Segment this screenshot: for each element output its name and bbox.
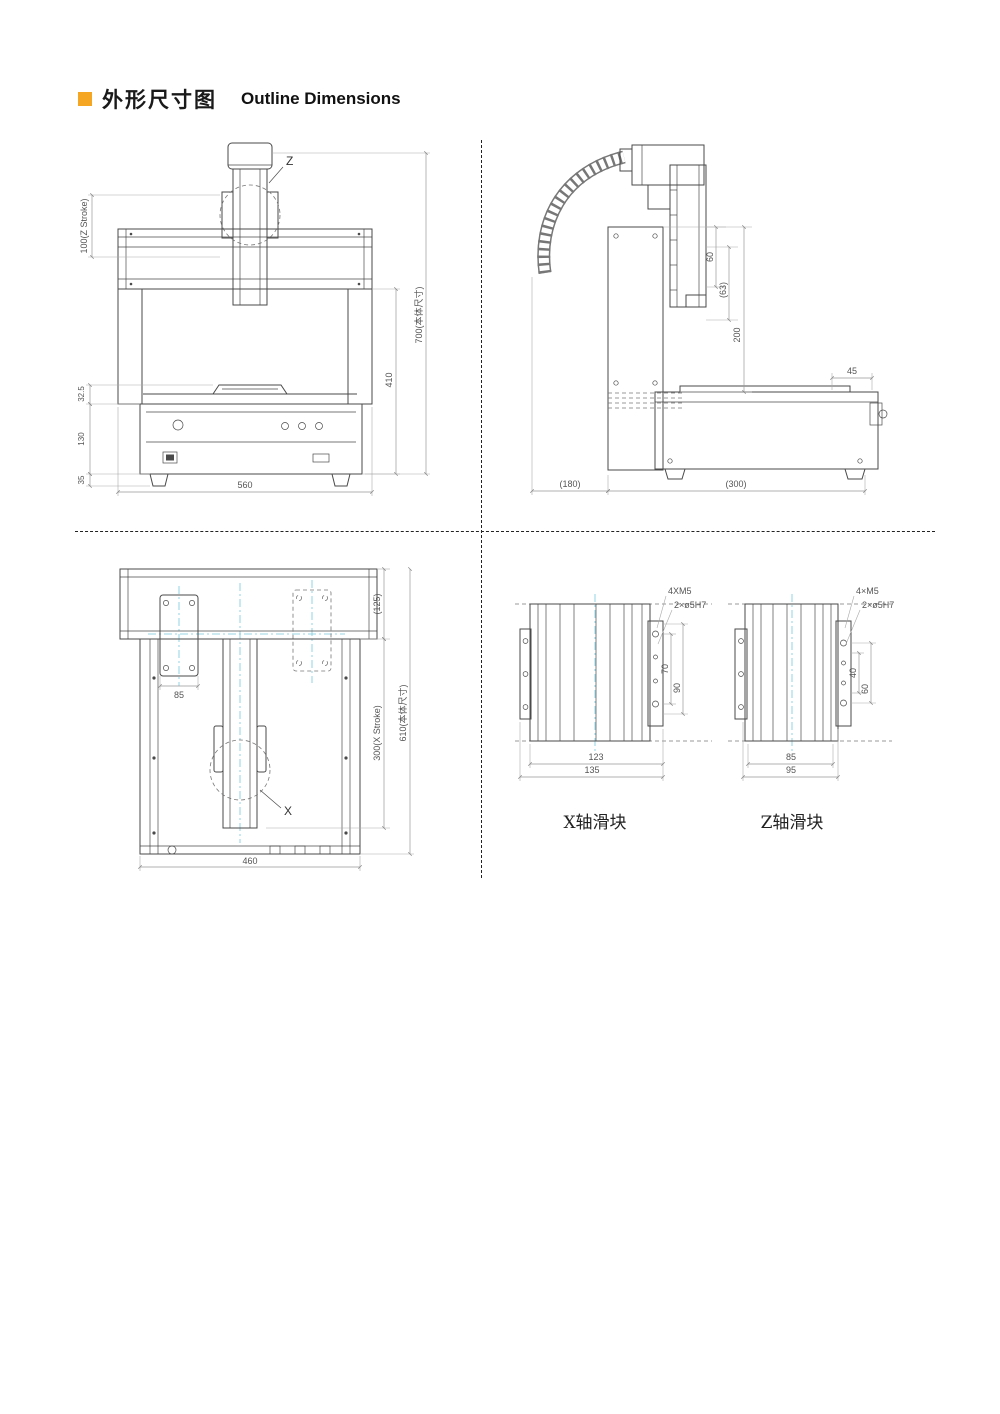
dim-60: 60 (705, 252, 715, 262)
top-view-drawing: X (125) 85 300(X Stroke) 610(本体尺寸) 460 (119, 567, 414, 871)
dim-123: 123 (588, 752, 603, 762)
dim-560: 560 (237, 480, 252, 490)
dim-125: (125) (372, 593, 382, 614)
top-machine-outline (119, 568, 378, 855)
page-title-zh: 外形尺寸图 (102, 89, 217, 112)
slider-drawings: 4XM5 2×ø5H7 70 90 123 135 X轴滑块 (515, 586, 894, 833)
dim-40: 40 (848, 668, 858, 678)
dim-60-z: 60 (860, 684, 870, 694)
dim-200: 200 (732, 327, 742, 342)
dim-135: 135 (584, 765, 599, 775)
x-slider-callout-5h7: 2×ø5H7 (674, 600, 706, 610)
dim-70: 70 (660, 664, 670, 674)
z-slider-caption: Z轴滑块 (761, 813, 824, 833)
dim-85-z: 85 (786, 752, 796, 762)
dim-610: 610(本体尺寸) (397, 684, 408, 741)
top-view: X (125) 85 300(X Stroke) 610(本体尺寸) 460 (110, 558, 490, 888)
z-slider-callout-5h7: 2×ø5H7 (862, 600, 894, 610)
dim-410: 410 (384, 372, 394, 387)
x-slider-callout-m5: 4XM5 (668, 586, 692, 596)
dim-35: 35 (77, 475, 86, 484)
dim-45: 45 (847, 366, 857, 376)
dim-300: (300) (725, 479, 746, 489)
z-axis-label: Z (286, 154, 293, 168)
vertical-separator (481, 140, 482, 878)
x-slider-drawing: 4XM5 2×ø5H7 70 90 123 135 X轴滑块 (515, 586, 712, 833)
section-bullet-icon (78, 92, 92, 106)
dim-x-stroke: 300(X Stroke) (372, 705, 382, 761)
front-view: Z 100(Z Stroke) 32.5 130 35 410 (70, 135, 490, 540)
side-view-drawing: 60 (63) 200 45 (180) (300) (530, 144, 888, 495)
dim-63: (63) (718, 282, 728, 298)
side-dimensions: 60 (63) 200 45 (180) (300) (530, 225, 874, 495)
dim-130: 130 (77, 432, 86, 446)
dim-460: 460 (242, 856, 257, 866)
dim-180: (180) (559, 479, 580, 489)
dim-32-5: 32.5 (77, 386, 86, 402)
dim-95: 95 (786, 765, 796, 775)
dim-700: 700(本体尺寸) (413, 286, 424, 343)
dim-z-stroke: 100(Z Stroke) (79, 198, 89, 253)
z-slider-drawing: 4×M5 2×ø5H7 40 60 85 95 Z轴滑块 (728, 586, 894, 833)
z-slider-callout-m5: 4×M5 (856, 586, 879, 596)
slider-detail-views: 4XM5 2×ø5H7 70 90 123 135 X轴滑块 (500, 556, 940, 861)
side-machine-outline (607, 144, 888, 480)
cable-conduit (537, 150, 626, 274)
page-title-en: Outline Dimensions (241, 89, 401, 108)
x-slider-caption: X轴滑块 (563, 813, 626, 833)
top-dimensions: (125) 85 300(X Stroke) 610(本体尺寸) 460 (138, 567, 414, 871)
dim-85: 85 (174, 690, 184, 700)
horizontal-separator (75, 531, 935, 532)
x-axis-label: X (284, 804, 292, 818)
front-view-drawing: Z 100(Z Stroke) 32.5 130 35 410 (77, 142, 430, 496)
section-header: 外形尺寸图 Outline Dimensions (78, 84, 401, 114)
front-dimensions: 100(Z Stroke) 32.5 130 35 410 700(本体尺寸) (77, 151, 430, 496)
side-view: 60 (63) 200 45 (180) (300) (520, 135, 940, 540)
front-machine-outline (117, 142, 373, 487)
dim-90: 90 (672, 683, 682, 693)
